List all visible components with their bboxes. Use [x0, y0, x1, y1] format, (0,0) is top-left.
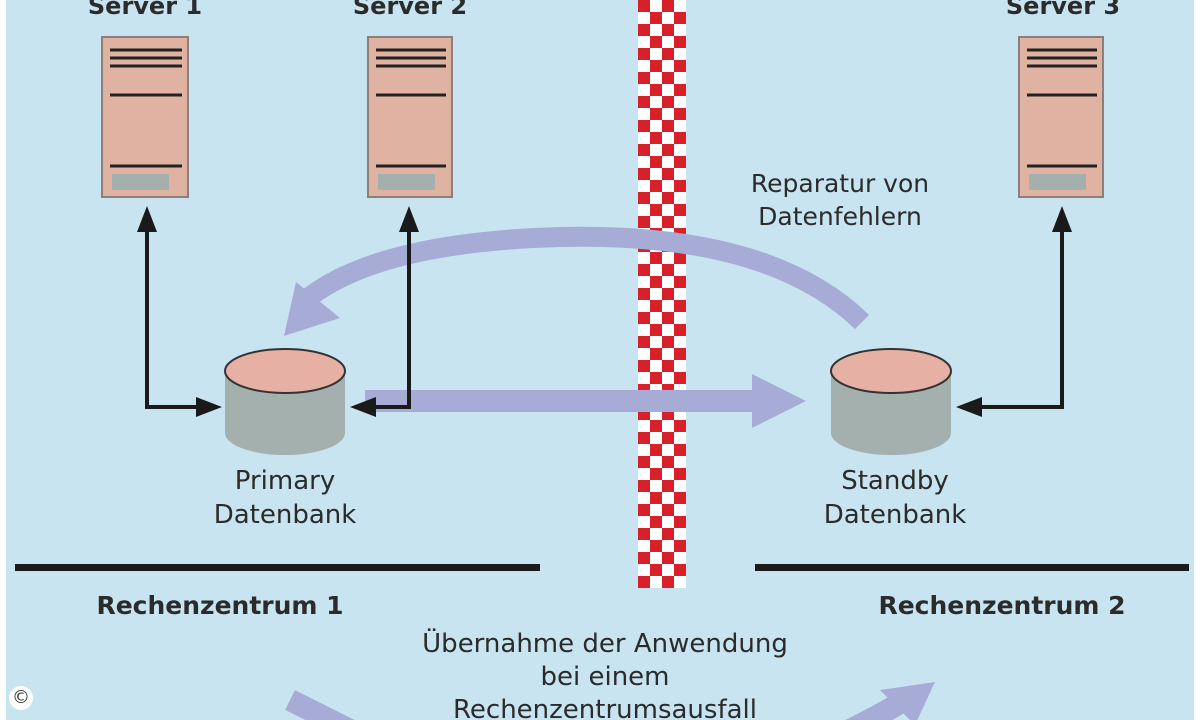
server-3-icon [1018, 36, 1104, 198]
failover-annotation-line3: Rechenzentrumsausfall [453, 695, 757, 720]
standby-database-label: Standby Datenbank [795, 464, 995, 532]
server-2-label: Server 2 [352, 0, 468, 20]
repair-annotation-line1: Reparatur von [750, 169, 930, 198]
copyright-icon: © [9, 686, 33, 710]
primary-database-label: Primary Datenbank [185, 464, 385, 532]
standby-database-label-line1: Standby [841, 466, 949, 496]
connector-server2-primary [350, 206, 419, 417]
right-border [1194, 0, 1200, 720]
failover-annotation-line1: Übernahme der Anwendung [422, 629, 788, 659]
connector-server1-primary [137, 206, 222, 417]
replication-arrow [365, 374, 806, 428]
checkered-divider [638, 0, 686, 588]
server-3-label: Server 3 [1005, 0, 1121, 20]
primary-database-label-line1: Primary [234, 466, 336, 496]
datacenter-1-label: Rechenzentrum 1 [96, 591, 344, 620]
datacenter-1-divider [15, 564, 540, 571]
repair-arrow [284, 226, 869, 336]
failover-annotation-line2: bei einem [540, 662, 670, 692]
datacenter-2-label: Rechenzentrum 2 [878, 591, 1126, 620]
connector-server3-standby [956, 206, 1072, 417]
primary-database-label-line2: Datenbank [213, 500, 357, 530]
datacenter-2-divider [755, 564, 1189, 571]
server-1-icon [101, 36, 189, 198]
failover-arrow [285, 682, 935, 720]
failover-annotation: Übernahme der Anwendung bei einem Rechen… [340, 628, 870, 720]
server-1-label: Server 1 [87, 0, 203, 20]
server-2-icon [367, 36, 453, 198]
repair-annotation-line2: Datenfehlern [758, 202, 922, 231]
left-border [0, 0, 6, 720]
repair-annotation: Reparatur von Datenfehlern [700, 167, 980, 233]
standby-database-icon [830, 348, 952, 455]
standby-database-label-line2: Datenbank [823, 500, 967, 530]
primary-database-icon [224, 348, 346, 455]
